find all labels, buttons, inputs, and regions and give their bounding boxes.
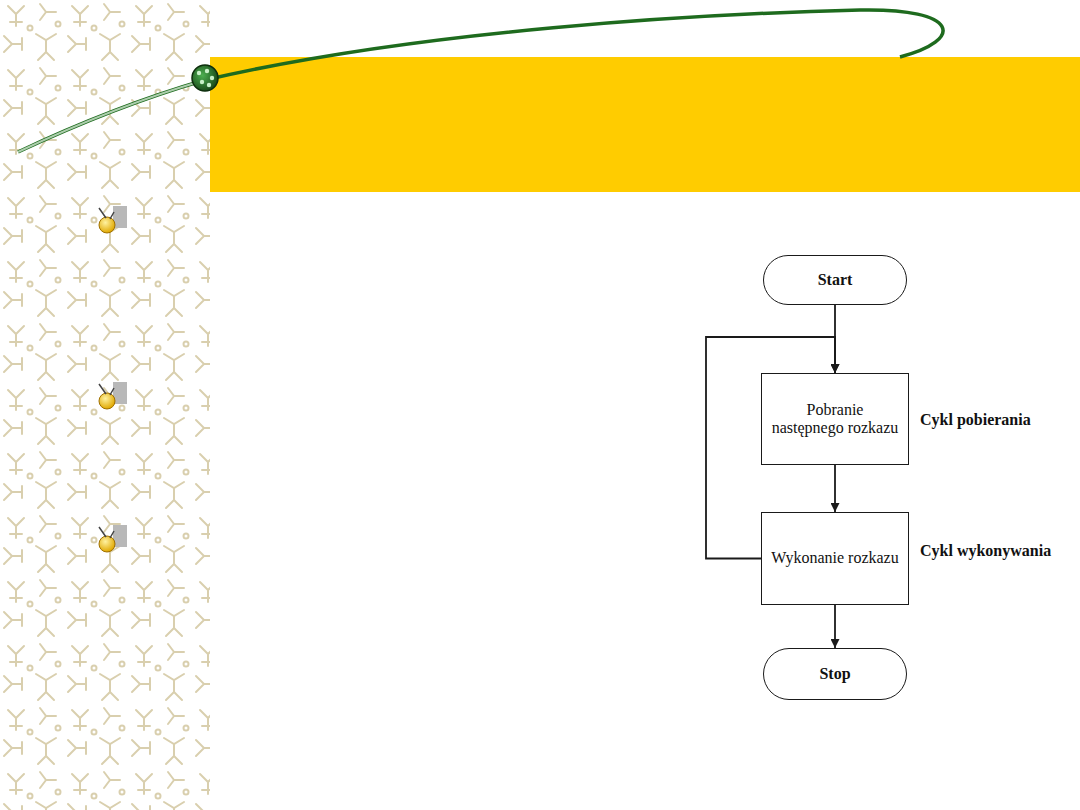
process-box: Wykonanie rozkazu [761,512,909,605]
terminal-stop: Stop [763,648,907,700]
flow-arrow [834,605,836,648]
title-band [210,57,1080,192]
cycle-label: Cykl pobierania [920,411,1031,429]
bullet-icon [99,382,127,409]
terminal-start: Start [763,255,907,305]
node-text: Pobranie następnego rozkazu [771,401,899,438]
cycle-label: Cykl wykonywania [920,542,1051,560]
process-box: Pobranie następnego rozkazu [761,373,909,465]
side-strip [0,0,210,810]
node-text: Start [818,271,853,289]
swoosh-curve [18,10,943,152]
swoosh-ball [192,65,218,91]
node-text: Stop [819,665,850,683]
flow-arrow [834,465,836,512]
bullet-icon [99,206,127,233]
bullet-icon [99,525,127,552]
side-pattern [0,0,210,810]
node-text: Wykonanie rozkazu [771,549,898,567]
swoosh-highlight [18,80,205,152]
